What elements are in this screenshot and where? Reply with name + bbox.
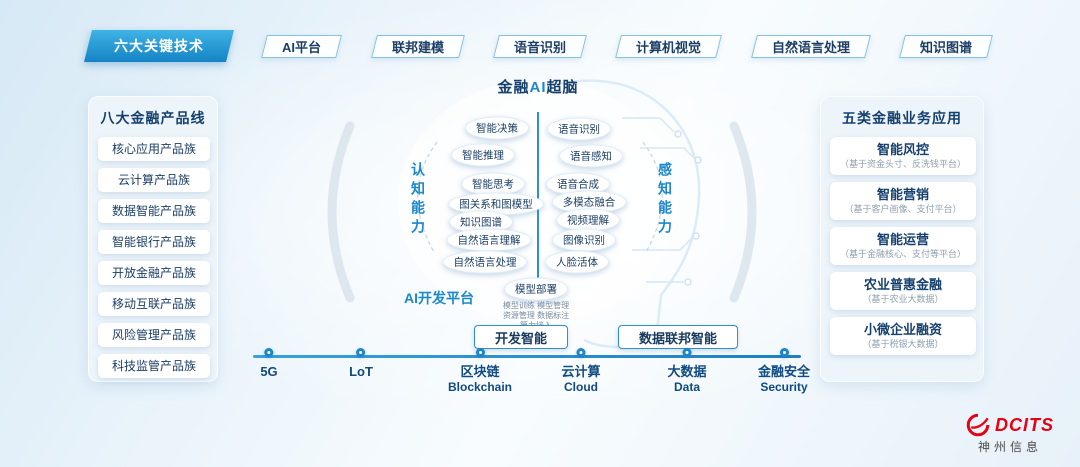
application-subtitle: （基于农业大数据） bbox=[862, 294, 944, 304]
model-deploy-bubble: 模型部署 bbox=[504, 277, 568, 301]
timeline-dot bbox=[264, 348, 274, 357]
timeline-node-cloud: 云计算 Cloud bbox=[561, 348, 601, 395]
product-line-item: 风险管理产品族 bbox=[98, 323, 210, 347]
timeline-label-en: Data bbox=[673, 380, 701, 394]
perception-ability-label: 感知能力 bbox=[657, 162, 673, 238]
timeline-dot bbox=[682, 348, 692, 357]
tab-label: 计算机视觉 bbox=[636, 39, 702, 55]
brain-divider-line bbox=[537, 112, 539, 280]
dcits-logo-text: DCITS bbox=[995, 414, 1054, 435]
dev-intelligence-button[interactable]: 开发智能 bbox=[473, 325, 569, 349]
product-line-item: 移动互联产品族 bbox=[98, 292, 210, 316]
product-line-item: 云计算产品族 bbox=[98, 168, 210, 192]
data-federation-button[interactable]: 数据联邦智能 bbox=[617, 325, 739, 349]
capability-bubble: 自然语言处理 bbox=[442, 250, 528, 274]
timeline-label-en: Security bbox=[760, 380, 808, 394]
application-title: 农业普惠金融 bbox=[863, 277, 942, 292]
product-line-item: 核心应用产品族 bbox=[98, 137, 210, 161]
platform-capabilities-line: 模型训练 模型管理 bbox=[502, 301, 570, 310]
center-title: 金融AI超脑 bbox=[497, 76, 578, 97]
financial-product-lines-panel: 八大金融产品线 核心应用产品族 云计算产品族 数据智能产品族 智能银行产品族 开… bbox=[88, 96, 218, 382]
timeline-label-en: Blockchain bbox=[447, 380, 513, 394]
dcits-company-name: 神州信息 bbox=[977, 440, 1042, 454]
business-application-item: 智能营销 （基于客户画像、支付平台） bbox=[830, 182, 976, 220]
tab-ai-platform[interactable]: AI平台 bbox=[261, 34, 343, 58]
application-subtitle: （基于资金头寸、反洗钱平台） bbox=[839, 159, 966, 169]
infrastructure-timeline-line bbox=[253, 355, 801, 358]
timeline-label-zh: 云计算 bbox=[561, 364, 601, 379]
product-line-item: 开放金融产品族 bbox=[98, 261, 210, 285]
tab-label: 联邦建模 bbox=[391, 39, 444, 55]
business-application-item: 智能运营 （基于金融核心、支付等平台） bbox=[830, 227, 976, 265]
center-title-ai: AI bbox=[529, 79, 547, 96]
timeline-node-5g: 5G bbox=[260, 348, 278, 380]
timeline-dot bbox=[475, 348, 485, 357]
timeline-node-lot: LoT bbox=[349, 348, 373, 380]
timeline-dot bbox=[576, 348, 586, 357]
product-line-item: 智能银行产品族 bbox=[98, 230, 210, 254]
platform-capabilities-line: 资源管理 数据标注 bbox=[502, 311, 570, 320]
application-title: 智能营销 bbox=[876, 187, 929, 202]
application-subtitle: （基于税银大数据） bbox=[862, 339, 944, 349]
timeline-label-zh: LoT bbox=[349, 364, 373, 379]
timeline-label-en: Cloud bbox=[563, 380, 598, 394]
timeline-dot bbox=[779, 348, 789, 357]
tab-label: 知识图谱 bbox=[919, 39, 972, 55]
timeline-label-zh: 5G bbox=[260, 364, 278, 379]
ai-dev-platform-label: AI开发平台 bbox=[404, 290, 474, 306]
timeline-label-zh: 区块链 bbox=[460, 364, 500, 379]
tab-nlp[interactable]: 自然语言处理 bbox=[750, 34, 871, 58]
timeline-node-bigdata: 大数据 Data bbox=[667, 348, 707, 395]
capability-bubble: 智能推理 bbox=[451, 143, 515, 167]
business-application-item: 小微企业融资 （基于税银大数据） bbox=[830, 317, 976, 355]
center-title-post: 超脑 bbox=[546, 79, 579, 96]
tab-computer-vision[interactable]: 计算机视觉 bbox=[615, 34, 723, 58]
six-key-tech-label: 六大关键技术 bbox=[114, 38, 204, 54]
application-title: 小微企业融资 bbox=[863, 322, 942, 337]
capability-bubble: 人脸活体 bbox=[545, 250, 609, 274]
application-subtitle: （基于金融核心、支付等平台） bbox=[839, 249, 966, 259]
timeline-dot bbox=[356, 348, 366, 357]
dcits-logo: DCITS 神州信息 bbox=[966, 413, 1054, 455]
tab-federated-modeling[interactable]: 联邦建模 bbox=[370, 34, 465, 58]
timeline-label-zh: 金融安全 bbox=[757, 364, 811, 379]
tab-speech-recognition[interactable]: 语音识别 bbox=[493, 34, 587, 58]
capability-bubble: 自然语言理解 bbox=[446, 228, 532, 252]
application-title: 智能运营 bbox=[876, 232, 929, 247]
top-technology-bar: 六大关键技术 AI平台 联邦建模 语音识别 计算机视觉 自然语言处理 知识图谱 bbox=[84, 30, 993, 62]
timeline-node-security: 金融安全 Security bbox=[758, 348, 810, 395]
center-title-pre: 金融 bbox=[497, 79, 530, 96]
product-line-item: 数据智能产品族 bbox=[98, 199, 210, 223]
tab-knowledge-graph[interactable]: 知识图谱 bbox=[899, 34, 993, 58]
capability-bubble: 语音感知 bbox=[559, 144, 623, 168]
cognitive-ability-label: 认知能力 bbox=[410, 162, 426, 238]
six-key-tech-button[interactable]: 六大关键技术 bbox=[84, 30, 234, 62]
business-application-item: 智能风控 （基于资金头寸、反洗钱平台） bbox=[830, 137, 976, 175]
capability-bubble: 图像识别 bbox=[552, 228, 616, 252]
timeline-label-zh: 大数据 bbox=[667, 364, 707, 379]
tab-label: 自然语言处理 bbox=[771, 39, 850, 55]
dcits-logo-icon bbox=[966, 413, 990, 437]
tab-label: 语音识别 bbox=[513, 39, 566, 55]
left-panel-title: 八大金融产品线 bbox=[100, 110, 206, 126]
capability-bubble: 语音识别 bbox=[547, 117, 611, 141]
right-panel-title: 五类金融业务应用 bbox=[842, 110, 962, 126]
capability-bubble: 智能决策 bbox=[465, 116, 529, 140]
tab-label: AI平台 bbox=[282, 39, 322, 55]
timeline-node-blockchain: 区块链 Blockchain bbox=[448, 348, 512, 395]
business-application-item: 农业普惠金融 （基于农业大数据） bbox=[830, 272, 976, 310]
business-applications-panel: 五类金融业务应用 智能风控 （基于资金头寸、反洗钱平台） 智能营销 （基于客户画… bbox=[820, 96, 984, 382]
application-subtitle: （基于客户画像、支付平台） bbox=[844, 204, 962, 214]
application-title: 智能风控 bbox=[876, 142, 929, 157]
product-line-item: 科技监管产品族 bbox=[98, 354, 210, 378]
